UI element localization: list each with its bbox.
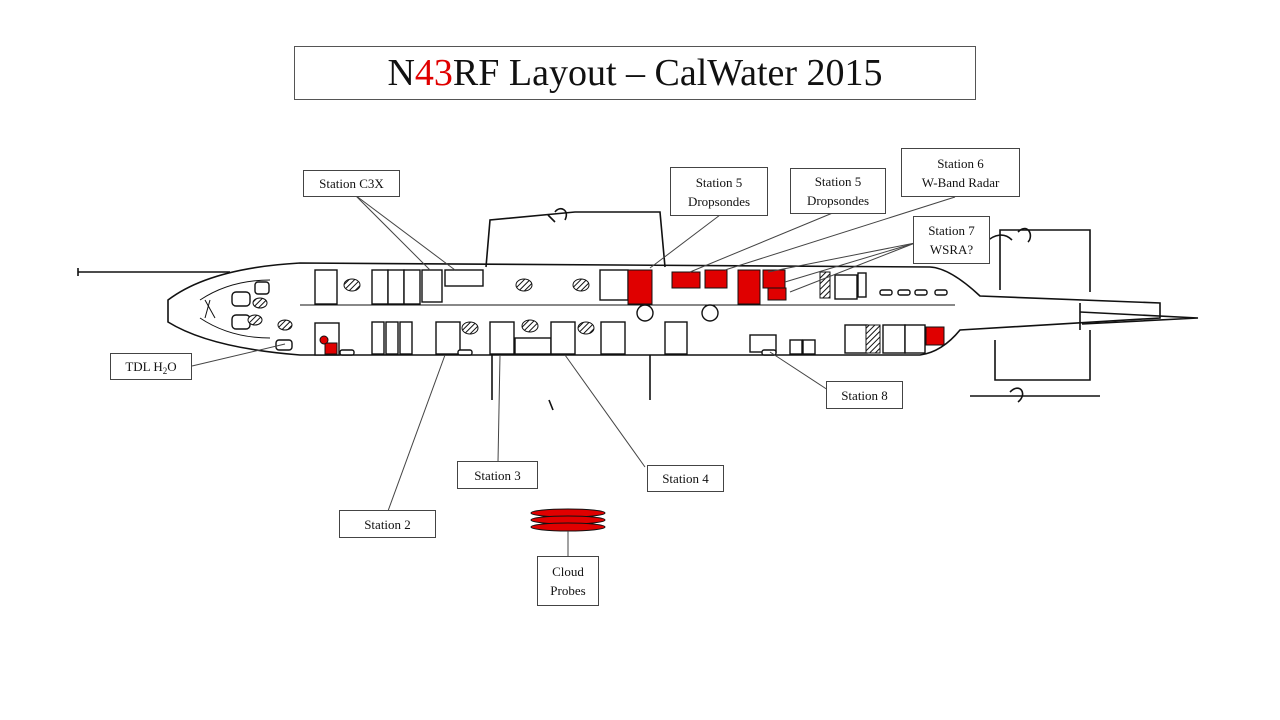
hatched-seats (247, 271, 881, 354)
title-suffix: RF Layout – CalWater 2015 (452, 52, 883, 94)
label-station-c3x: Station C3X (303, 170, 400, 197)
label-station-6-wband-radar: Station 6 W-Band Radar (901, 148, 1020, 197)
title-accent: 43 (414, 52, 453, 94)
label-station-5-dropsondes-b: Station 5 Dropsondes (790, 168, 886, 214)
label-station-7-wsra: Station 7 WSRA? (913, 216, 990, 264)
label-tdl-h2o: TDL H2O (110, 353, 192, 380)
label-cloud-probes: Cloud Probes (537, 556, 599, 606)
cloud-probes-stack (530, 508, 606, 532)
label-station-5-dropsondes-a: Station 5 Dropsondes (670, 167, 768, 216)
red-instruments (319, 269, 945, 355)
label-station-8: Station 8 (826, 381, 903, 409)
label-station-2: Station 2 (339, 510, 436, 538)
label-station-3: Station 3 (457, 461, 538, 489)
cabin-equipment (231, 269, 948, 356)
label-station-4: Station 4 (647, 465, 724, 492)
leader-lines (191, 194, 956, 558)
title-prefix: N (387, 52, 415, 94)
